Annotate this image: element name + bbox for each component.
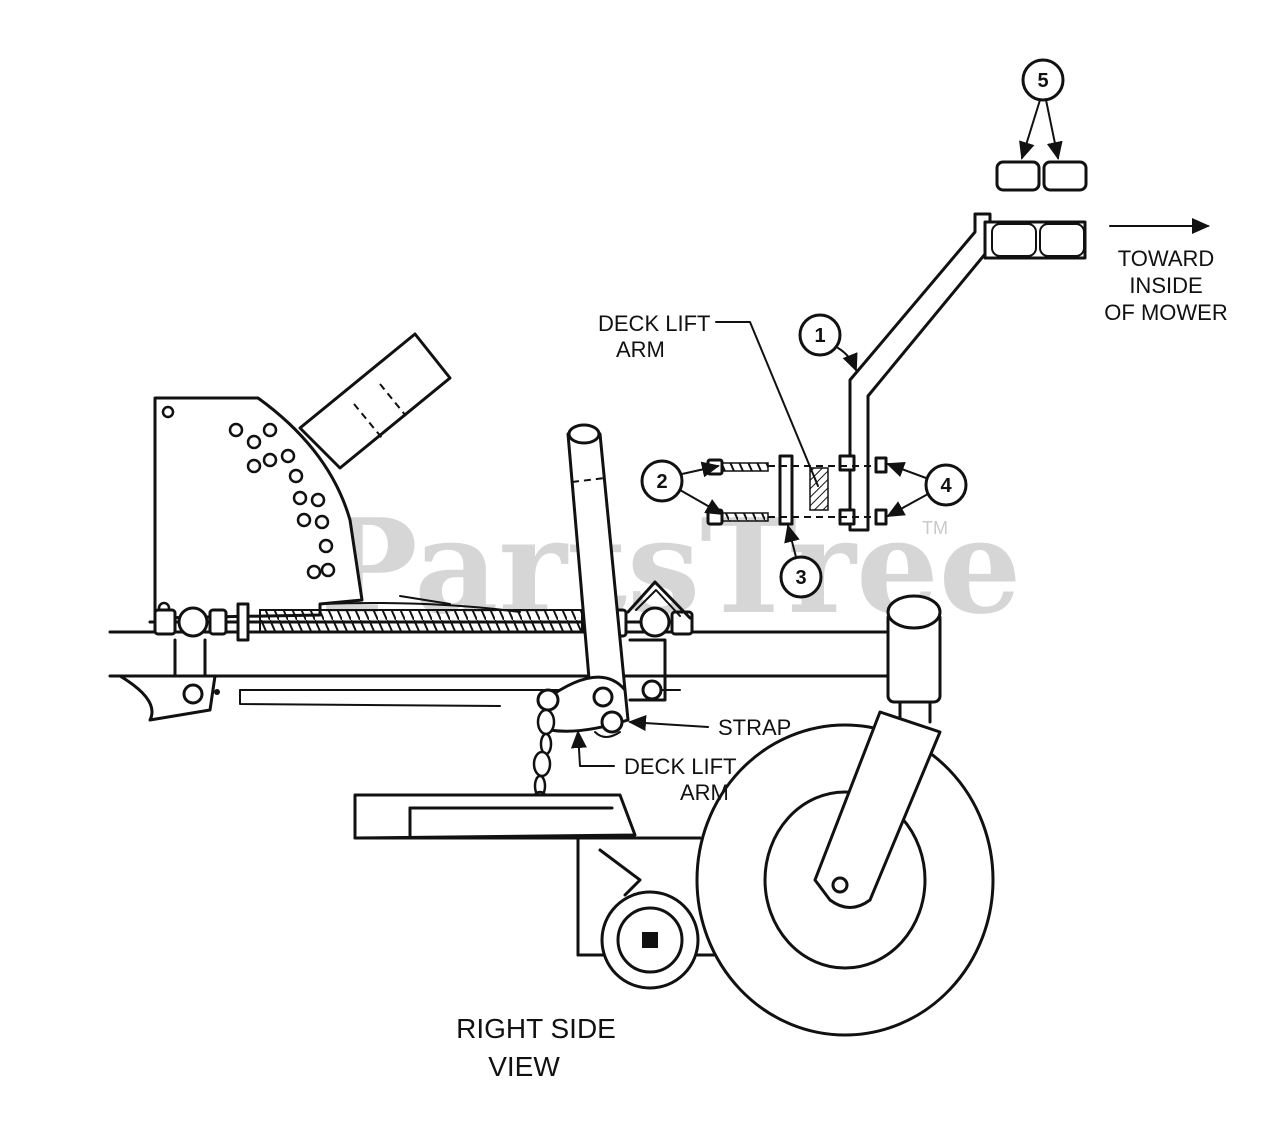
callout-2 [640,459,684,503]
label-toward-3: OF MOWER [1104,300,1227,325]
svg-text:4: 4 [940,475,952,497]
callouts: 5 1 2 3 4 [640,58,1065,599]
side-plate-holes [157,405,336,615]
label-strap: STRAP [718,715,791,740]
exploded-parts [706,160,1088,532]
label-view-1: RIGHT SIDE [456,1013,616,1044]
label-toward-2: INSIDE [1129,273,1202,298]
callout-1 [798,313,842,357]
callout-3 [779,555,823,599]
part-3-plate [778,454,794,526]
mower-side-view [108,332,995,1037]
label-deck-lift-arm-top-2: ARM [616,337,665,362]
part-4-nut-top [874,456,888,474]
label-toward-1: TOWARD [1118,246,1215,271]
svg-text:5: 5 [1037,70,1048,92]
side-plate [153,396,364,620]
label-deck-lift-arm-top-1: DECK LIFT [598,311,710,336]
part-5-pad-right [1042,160,1088,192]
mower-deck [353,793,637,840]
svg-text:3: 3 [795,567,806,589]
label-view-2: VIEW [488,1051,560,1082]
svg-text:1: 1 [814,325,825,347]
watermark-tm: TM [922,518,948,538]
label-deck-lift-arm-bottom-1: DECK LIFT [624,754,736,779]
callout-4 [924,463,968,507]
caster-fork [813,710,942,909]
part-4-nut-bottom [874,508,888,526]
svg-text:2: 2 [656,471,667,493]
labels: DECK LIFT ARM TOWARD INSIDE OF MOWER STR… [456,218,1228,1082]
part-1-arm [848,212,992,532]
handle-tube [298,332,452,470]
callout-5 [1021,58,1065,102]
label-deck-lift-arm-bottom-2: ARM [680,780,729,805]
part-5-pad-left [995,160,1041,192]
